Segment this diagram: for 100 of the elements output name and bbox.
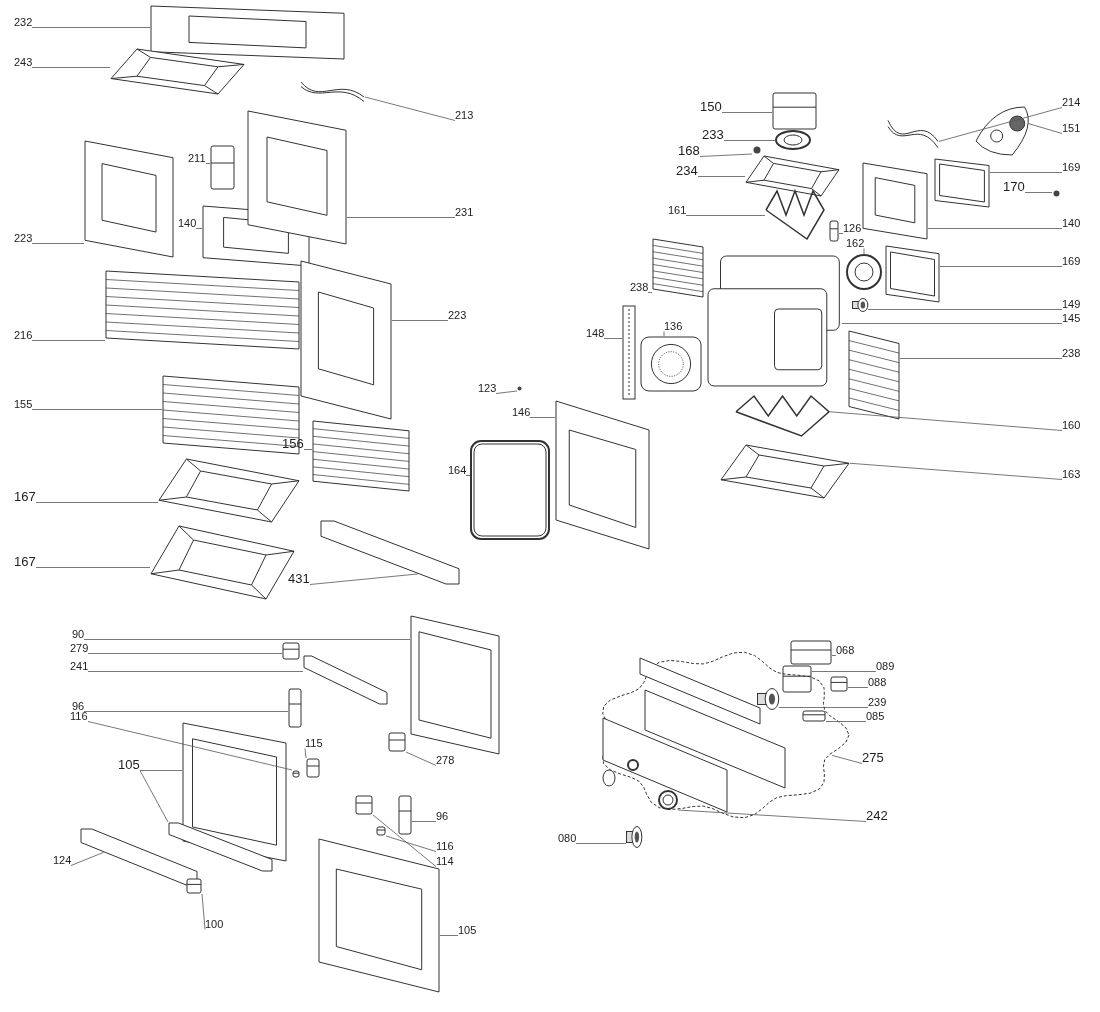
knob-drawing — [852, 298, 868, 312]
leader-line — [778, 707, 869, 708]
leader-line — [201, 893, 206, 930]
callout-number: 140 — [178, 217, 197, 229]
leader-line — [723, 140, 776, 141]
callout-number: 114 — [436, 855, 454, 867]
callout-number: 123 — [478, 382, 497, 394]
leader-line — [847, 687, 869, 688]
tray-drawing — [110, 48, 245, 95]
leader-line — [405, 751, 437, 766]
heating-element-drawing — [765, 190, 825, 240]
bar-drawing — [80, 828, 198, 886]
leader-line — [989, 172, 1063, 173]
callout-number: 085 — [866, 710, 885, 722]
component-drawing — [790, 640, 832, 665]
leader-line — [372, 814, 437, 867]
heating-element-drawing — [735, 395, 830, 437]
leader-line — [721, 112, 773, 113]
leader-line — [697, 176, 746, 177]
callout-number: 146 — [512, 406, 531, 418]
leader-line — [867, 309, 1063, 310]
bar-drawing — [168, 822, 273, 872]
callout-number: 160 — [1062, 419, 1081, 431]
callout-number: 145 — [1062, 312, 1081, 324]
callout-number: 242 — [866, 808, 888, 822]
leader-line — [811, 671, 877, 672]
leader-line — [31, 27, 151, 28]
callout-number: 136 — [664, 320, 683, 332]
panel-drawing — [862, 162, 928, 240]
rack-drawing — [312, 420, 410, 492]
callout-number: 275 — [862, 750, 884, 764]
rack-drawing — [848, 330, 900, 420]
leader-line — [364, 96, 456, 121]
component-drawing — [186, 878, 202, 894]
panel-drawing — [150, 5, 345, 60]
leader-line — [663, 331, 665, 337]
tray-drawing — [720, 444, 850, 499]
leader-line — [391, 320, 449, 321]
component-drawing — [829, 220, 839, 242]
callout-number: 156 — [282, 436, 304, 450]
callout-number: 149 — [1062, 298, 1081, 310]
callout-number: 068 — [836, 644, 855, 656]
leader-line — [575, 843, 627, 844]
callout-number: 164 — [448, 464, 467, 476]
leader-line — [346, 217, 456, 218]
leader-line — [841, 323, 1063, 324]
leader-line — [139, 770, 169, 823]
component-drawing — [292, 770, 300, 778]
knob-drawing — [626, 826, 642, 848]
bar-drawing — [303, 655, 388, 705]
leader-line — [529, 417, 556, 418]
callout-number: 080 — [558, 832, 577, 844]
callout-number: 163 — [1062, 468, 1081, 480]
leader-line — [385, 835, 437, 852]
leader-line — [603, 338, 623, 339]
callout-number: 169 — [1062, 161, 1081, 173]
callout-number: 150 — [700, 99, 722, 113]
callout-number: 214 — [1062, 96, 1081, 108]
leader-line — [35, 502, 159, 503]
callout-number: 232 — [14, 16, 33, 28]
component-drawing — [288, 688, 302, 728]
callout-number: 161 — [668, 204, 687, 216]
leader-line — [831, 655, 837, 656]
callout-number: 148 — [586, 327, 605, 339]
bar-drawing — [320, 520, 460, 585]
callout-number: 169 — [1062, 255, 1081, 267]
leader-line — [699, 153, 753, 157]
callout-number: 155 — [14, 398, 33, 410]
leader-line — [87, 671, 304, 672]
leader-line — [647, 292, 653, 293]
tray-drawing — [158, 458, 300, 523]
rail-drawing — [622, 305, 636, 400]
leader-line — [849, 462, 1063, 480]
leader-line — [70, 851, 104, 866]
leader-line — [939, 266, 1063, 267]
ring-drawing — [846, 254, 882, 290]
leader-line — [685, 215, 766, 216]
callout-number: 105 — [458, 924, 477, 936]
callout-number: 126 — [843, 222, 862, 234]
callout-number: 100 — [205, 918, 224, 930]
leader-line — [838, 233, 844, 234]
component-drawing — [306, 758, 320, 778]
callout-number: 278 — [436, 754, 455, 766]
callout-number: 239 — [868, 696, 887, 708]
leader-line — [495, 390, 518, 394]
fan-cover-drawing — [640, 336, 702, 392]
leader-line — [938, 107, 1063, 142]
ring-drawing — [775, 130, 811, 150]
callout-number: 241 — [70, 660, 89, 672]
callout-number: 151 — [1062, 122, 1081, 134]
callout-number: 233 — [702, 127, 724, 141]
glass-pane-drawing — [934, 158, 990, 208]
callout-number: 243 — [14, 56, 33, 68]
leader-line — [87, 721, 293, 771]
callout-number: 168 — [678, 143, 700, 157]
leader-line — [831, 755, 863, 764]
callout-number: 238 — [1062, 347, 1081, 359]
door-frame-drawing — [555, 400, 650, 550]
leader-line — [465, 475, 471, 476]
leader-line — [1024, 192, 1053, 193]
